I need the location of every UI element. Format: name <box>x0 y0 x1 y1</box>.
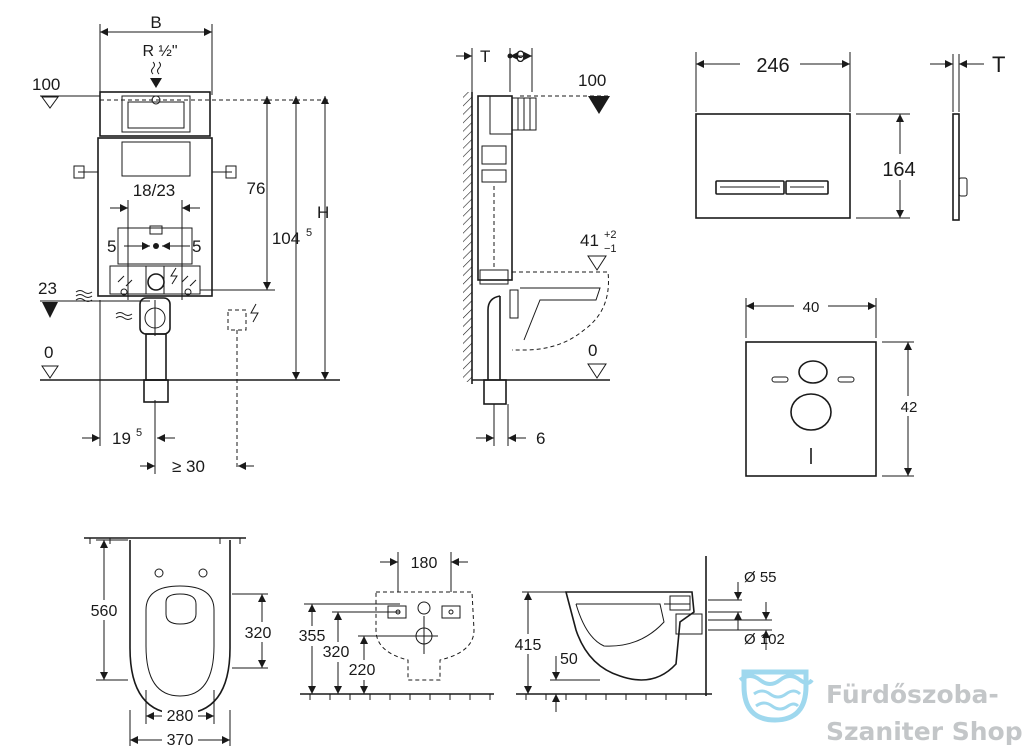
insulation-mat-view: 40 42 <box>745 296 922 477</box>
dim-320-top-label: 320 <box>245 625 272 642</box>
wall-hatch <box>463 92 472 382</box>
side-level-0-label: 0 <box>588 341 597 360</box>
wastewater-icon <box>75 290 93 302</box>
frame-side-profile <box>477 95 513 281</box>
label-t-side: T <box>480 47 490 66</box>
dim-164-label: 164 <box>882 159 915 181</box>
side-level-0-marker-icon <box>587 363 607 379</box>
tol-minus-label: −1 <box>604 243 617 255</box>
dim-560-label: 560 <box>91 603 118 620</box>
electric-icon-2 <box>250 303 259 323</box>
insulation-mat <box>745 341 877 477</box>
bowl-back-view: 180 355 320 220 <box>294 552 494 700</box>
dim-41-label: 41 <box>580 231 599 250</box>
label-t-plate: T <box>992 52 1005 77</box>
flush-plate-view: 246 164 T <box>695 52 1005 221</box>
level-23-marker-icon <box>42 302 58 318</box>
dim-355-label: 355 <box>299 628 326 645</box>
dim-19-label: 19 <box>112 429 131 448</box>
dim-6-label: 6 <box>536 429 545 448</box>
flush-plate <box>695 113 851 219</box>
dim-50-label: 50 <box>560 651 578 668</box>
bowl-top-outline <box>129 540 231 715</box>
dim-280-label: 280 <box>167 708 194 725</box>
dim-5-left-label: 5 <box>107 237 116 256</box>
label-9-side: 9 <box>516 47 525 66</box>
dim-246-label: 246 <box>756 55 789 77</box>
watermark-logo: Fürdőszoba- Szaniter Shop <box>738 669 1023 746</box>
dim-30-label: ≥ 30 <box>172 457 205 476</box>
frame-front-view: B R ½" 100 18/23 5 5 <box>32 13 340 476</box>
side-drain-pipe <box>487 295 501 380</box>
side-level-41-marker-icon <box>587 255 607 271</box>
side-level-100-marker-icon <box>588 96 610 114</box>
drain-pipe <box>143 379 169 403</box>
dim-320-back-label: 320 <box>323 644 350 661</box>
dim-5-right-label: 5 <box>192 237 201 256</box>
dim-40-label: 40 <box>803 299 820 316</box>
dim-19-sup-label: 5 <box>136 427 142 439</box>
dim-180-label: 180 <box>411 555 438 572</box>
frame-body <box>97 137 213 297</box>
bowl-back-outline <box>375 591 475 681</box>
dim-d102-label: Ø 102 <box>744 631 785 648</box>
bowl-top-view: 560 320 280 370 <box>84 537 278 749</box>
watermark-line-2: Szaniter Shop <box>826 717 1023 746</box>
dim-220-label: 220 <box>349 662 376 679</box>
side-level-100-label: 100 <box>578 71 606 90</box>
dim-h-label: H <box>317 203 329 222</box>
label-r-half-inch: R ½" <box>142 43 177 60</box>
side-bowl-outline <box>512 271 609 351</box>
cistern-top <box>99 91 211 137</box>
watermark-line-1: Fürdőszoba- <box>826 680 999 709</box>
dim-18-23-label: 18/23 <box>133 181 176 200</box>
level-0-marker-icon <box>41 365 59 379</box>
label-b: B <box>150 13 161 32</box>
dim-104-sup-label: 5 <box>306 227 312 239</box>
tol-plus-label: +2 <box>604 229 617 241</box>
frame-side-view: T 9 100 41 +2 −1 0 6 <box>456 47 617 448</box>
bowl-side-view: Ø 55 Ø 102 415 50 <box>510 556 785 712</box>
level-marker-icon <box>41 96 59 109</box>
dim-415-label: 415 <box>515 637 542 654</box>
electric-box <box>227 309 247 331</box>
dim-104-label: 104 <box>272 229 300 248</box>
level-0-label: 0 <box>44 343 53 362</box>
water-drop-logo-icon <box>738 669 814 723</box>
dim-370-label: 370 <box>167 732 194 749</box>
bowl-side-outline <box>564 591 695 681</box>
dim-42-label: 42 <box>901 399 918 416</box>
level-100-label: 100 <box>32 75 60 94</box>
dim-d55-label: Ø 55 <box>744 569 777 586</box>
level-23-label: 23 <box>38 279 57 298</box>
water-supply-icon <box>151 61 161 75</box>
dim-76-label: 76 <box>247 179 266 198</box>
electric-icon <box>170 267 178 285</box>
